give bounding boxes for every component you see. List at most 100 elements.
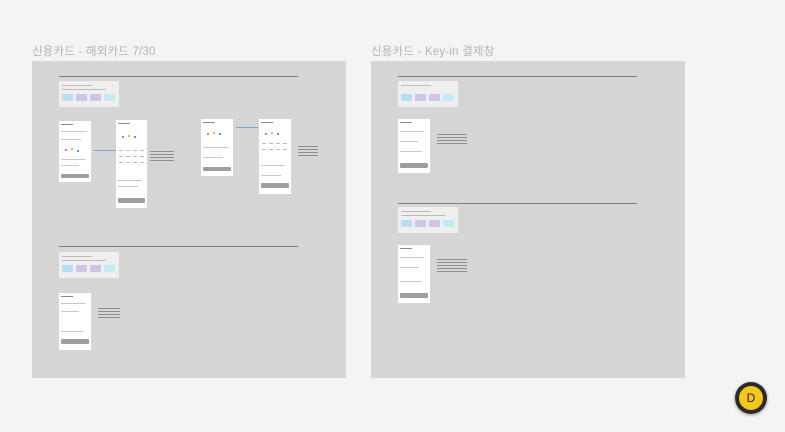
frame-title-overseas-card[interactable]: 신용카드 - 해외카드 7/30 bbox=[32, 46, 156, 58]
flow-card-subtitle-line bbox=[401, 211, 431, 212]
flow-node[interactable] bbox=[443, 94, 454, 101]
flow-node[interactable] bbox=[443, 220, 454, 227]
submit-button[interactable] bbox=[261, 183, 289, 188]
screen-line bbox=[61, 331, 83, 332]
mockup-screen[interactable] bbox=[201, 119, 233, 176]
screen-line bbox=[61, 303, 85, 304]
screen-line bbox=[400, 141, 418, 142]
flow-card-subtitle-line bbox=[62, 256, 92, 257]
flow-node[interactable] bbox=[415, 220, 426, 227]
submit-button[interactable] bbox=[400, 163, 428, 168]
calendar-cell[interactable] bbox=[133, 150, 137, 151]
flow-node[interactable] bbox=[90, 94, 101, 101]
calendar-cell[interactable] bbox=[126, 162, 130, 163]
flow-connector bbox=[94, 150, 116, 151]
section-divider bbox=[398, 203, 637, 204]
card-dot bbox=[122, 136, 124, 138]
screen-line bbox=[400, 131, 424, 132]
mockup-screen[interactable] bbox=[59, 293, 91, 350]
card-dot bbox=[219, 133, 221, 135]
section-divider bbox=[59, 76, 298, 77]
submit-button[interactable] bbox=[61, 339, 89, 344]
calendar-cell[interactable] bbox=[276, 143, 280, 144]
submit-button[interactable] bbox=[61, 174, 89, 178]
card-dot bbox=[77, 150, 79, 152]
flow-node[interactable] bbox=[415, 94, 426, 101]
spec-note-lines bbox=[298, 144, 318, 158]
mockup-screen[interactable] bbox=[116, 120, 147, 208]
submit-button[interactable] bbox=[203, 167, 231, 171]
frame-title-keyin[interactable]: 신용카드 - Key-in 결제창 bbox=[371, 46, 495, 58]
flow-card[interactable] bbox=[398, 81, 458, 107]
calendar-cell[interactable] bbox=[133, 162, 137, 163]
spec-note-lines bbox=[150, 149, 174, 163]
screen-line bbox=[400, 257, 424, 258]
calendar-cell[interactable] bbox=[269, 143, 273, 144]
calendar-cell[interactable] bbox=[276, 149, 280, 150]
calendar-cell[interactable] bbox=[140, 162, 144, 163]
screen-line bbox=[61, 131, 87, 132]
section-divider bbox=[398, 76, 637, 77]
flow-card[interactable] bbox=[59, 252, 119, 278]
calendar-cell[interactable] bbox=[262, 143, 266, 144]
card-dot bbox=[65, 149, 67, 151]
mockup-screen[interactable] bbox=[59, 121, 91, 182]
calendar-cell[interactable] bbox=[140, 150, 144, 151]
calendar-cell[interactable] bbox=[262, 149, 266, 150]
avatar-initial: D bbox=[739, 386, 763, 410]
spec-note-lines bbox=[437, 257, 467, 272]
spec-note-lines bbox=[437, 132, 467, 144]
screen-line bbox=[261, 175, 281, 176]
card-dot bbox=[71, 148, 73, 150]
flow-node[interactable] bbox=[401, 94, 412, 101]
frame-overseas-card[interactable] bbox=[32, 61, 346, 378]
calendar-cell[interactable] bbox=[126, 156, 130, 157]
calendar-cell[interactable] bbox=[140, 156, 144, 157]
calendar-cell[interactable] bbox=[283, 149, 287, 150]
flow-node[interactable] bbox=[90, 265, 101, 272]
flow-node[interactable] bbox=[76, 94, 87, 101]
flow-node[interactable] bbox=[62, 94, 73, 101]
flow-node[interactable] bbox=[401, 220, 412, 227]
calendar-cell[interactable] bbox=[126, 150, 130, 151]
calendar-cell[interactable] bbox=[269, 149, 273, 150]
flow-connector bbox=[236, 127, 258, 128]
flow-node[interactable] bbox=[104, 94, 115, 101]
user-avatar[interactable]: D bbox=[735, 382, 767, 414]
screen-header-line bbox=[61, 296, 73, 297]
flow-node[interactable] bbox=[429, 94, 440, 101]
screen-line bbox=[61, 311, 79, 312]
flow-node[interactable] bbox=[104, 265, 115, 272]
spec-note-lines bbox=[98, 306, 120, 318]
calendar-cell[interactable] bbox=[119, 150, 123, 151]
mockup-screen[interactable] bbox=[259, 119, 291, 194]
screen-line bbox=[400, 267, 418, 268]
flow-card-subtitle-line bbox=[62, 85, 92, 86]
screen-line bbox=[118, 186, 138, 187]
screen-line bbox=[118, 180, 142, 181]
calendar-cell[interactable] bbox=[133, 156, 137, 157]
frame-keyin[interactable] bbox=[371, 61, 685, 378]
screen-line bbox=[400, 151, 422, 152]
screen-line bbox=[61, 165, 79, 166]
screen-line bbox=[261, 165, 285, 166]
calendar-cell[interactable] bbox=[119, 156, 123, 157]
submit-button[interactable] bbox=[118, 198, 145, 203]
flow-node[interactable] bbox=[62, 265, 73, 272]
flow-card[interactable] bbox=[398, 207, 458, 233]
mockup-screen[interactable] bbox=[398, 245, 430, 303]
flow-card-desc-line bbox=[401, 215, 445, 216]
card-dot bbox=[207, 133, 209, 135]
flow-node[interactable] bbox=[429, 220, 440, 227]
calendar-cell[interactable] bbox=[119, 162, 123, 163]
screen-line bbox=[61, 139, 81, 140]
flow-node[interactable] bbox=[76, 265, 87, 272]
screen-header-line bbox=[400, 248, 412, 249]
mockup-screen[interactable] bbox=[398, 119, 430, 173]
section-divider bbox=[59, 246, 298, 247]
card-dot bbox=[213, 132, 215, 134]
flow-card[interactable] bbox=[59, 81, 119, 107]
screen-header-line bbox=[118, 123, 130, 124]
submit-button[interactable] bbox=[400, 293, 428, 298]
calendar-cell[interactable] bbox=[283, 143, 287, 144]
